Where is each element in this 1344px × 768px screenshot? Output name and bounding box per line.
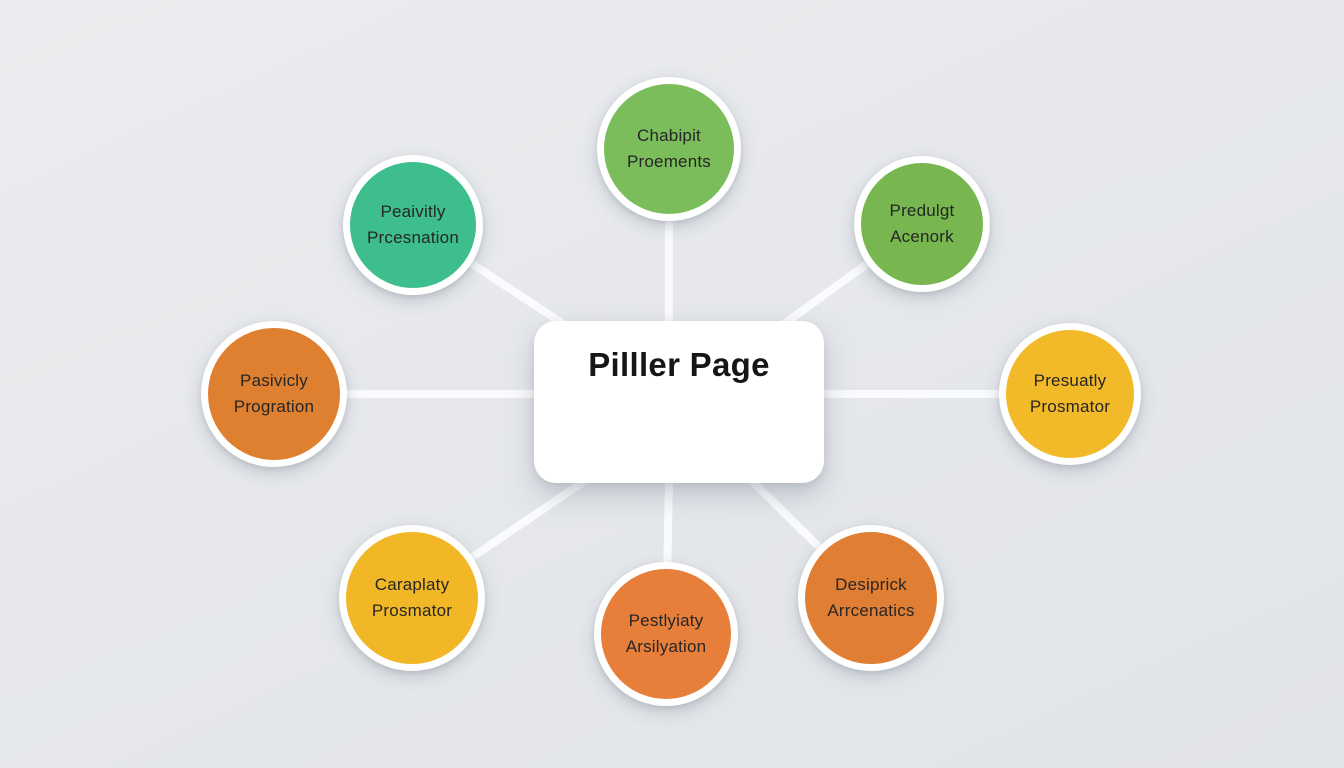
node-label: Pasivicly	[240, 370, 308, 390]
node-label: Pestlyiaty	[628, 610, 704, 630]
node-label: Prcesnation	[367, 228, 459, 247]
node-top: Chabipit Proements	[597, 77, 741, 221]
node-upper-right: Predulgt Acenork	[854, 156, 990, 292]
node-label: Caraplaty	[374, 574, 450, 594]
node-label: Presuatly	[1033, 370, 1107, 390]
node-left: Pasivicly Progration	[201, 321, 347, 467]
node-label: Predulgt	[889, 200, 955, 220]
node-upper-left: Peaivitly Prcesnation	[343, 155, 483, 295]
node-label: Chabipit	[637, 125, 701, 145]
central-pillar-card: Pilller Page	[534, 321, 824, 483]
node-label: Desiprick	[835, 574, 907, 594]
node-bottom: Pestlyiaty Arsilyation	[594, 562, 738, 706]
node-lower-left: Caraplaty Prosmator	[339, 525, 485, 671]
node-label: Prosmator	[371, 601, 453, 620]
node-label: Proements	[626, 152, 711, 171]
node-label: Peaivitly	[380, 201, 446, 221]
node-label: Progration	[233, 397, 315, 416]
node-label: Arsilyation	[625, 637, 707, 656]
central-title: Pilller Page	[588, 346, 770, 383]
node-label: Arrcenatics	[827, 601, 915, 620]
node-label: Acenork	[890, 227, 954, 246]
node-label: Prosmator	[1029, 397, 1111, 416]
node-lower-right: Desiprick Arrcenatics	[798, 525, 944, 671]
node-right: Presuatly Prosmator	[999, 323, 1141, 465]
